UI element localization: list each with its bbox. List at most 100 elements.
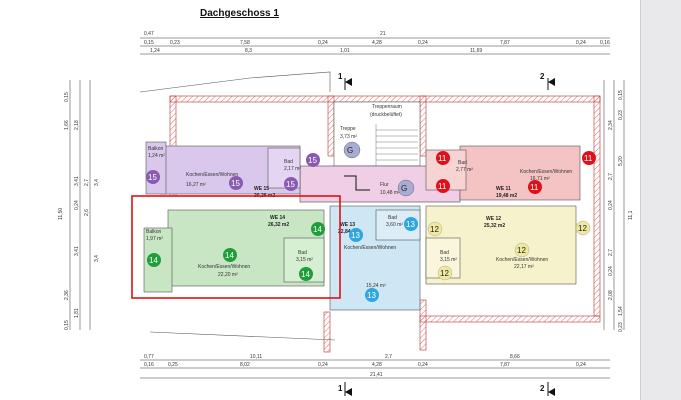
section-label-1-bottom: 1 (338, 384, 343, 393)
room-treppenraum: Treppenraum (372, 104, 402, 110)
dim-right-l: 0,23 (618, 322, 624, 332)
badge-12-d: 12 (578, 224, 587, 233)
room-kew-13: Kochen/Essen/Wohnen (344, 245, 396, 251)
room-balkon-15-area: 1,24 m² (148, 153, 165, 159)
badge-13-b: 13 (406, 220, 415, 229)
badge-11-d: 11 (584, 154, 593, 163)
room-bad-12: Bad (440, 250, 449, 256)
badge-12-c: 12 (517, 246, 526, 255)
room-kew-12: Kochen/Essen/Wohnen (496, 257, 548, 263)
room-bad-13: Bad (388, 215, 397, 221)
room-treppe-area: 3,73 m² (340, 134, 357, 140)
badge-11-b: 11 (438, 182, 447, 191)
dim-right-g: 11,1 (628, 210, 634, 220)
dim-top-b: 21 (380, 31, 386, 37)
dim-left-c: 1,66 (64, 120, 70, 130)
dim-top-g: 4,28 (372, 40, 382, 46)
stairs (375, 124, 418, 166)
dim-top-d: 0,23 (170, 40, 180, 46)
room-flur-area-label: 10,48 m² (380, 190, 400, 196)
dim-top-h: 0,24 (418, 40, 428, 46)
top-dimensions (140, 37, 610, 55)
room-bad-14: Bad (298, 250, 307, 256)
dim-right-a: 0,15 (618, 90, 624, 100)
room-kew-15-area: 16,27 m² (186, 182, 206, 188)
badge-14-c: 14 (313, 225, 322, 234)
roof-outline-bottom (149, 331, 336, 341)
dim-bot-m: 21,41 (370, 372, 383, 378)
room-treppe: Treppe (340, 126, 356, 132)
dim-top-j: 0,24 (576, 40, 586, 46)
dim-bot-f: 0,25 (168, 362, 178, 368)
badge-g-flur: G (397, 179, 415, 197)
unit-we15-label: WE 15 (254, 186, 269, 192)
unit-we11-label: WE 11 (496, 186, 511, 192)
room-balkon-14-area: 1,97 m² (146, 236, 163, 242)
unit-we13-area: 22,84 m2 (338, 229, 359, 235)
dim-bot-d: 8,66 (510, 354, 520, 360)
dim-top-i: 7,87 (500, 40, 510, 46)
section-marker-2-top (547, 78, 555, 90)
badge-g-flur-label: G (401, 184, 407, 193)
room-bad-13-area: 3,60 m² (386, 222, 403, 228)
floor-plan: Dachgeschoss 1 0,47 21 0,15 0,23 7,58 0,… (58, 8, 634, 396)
badge-13: 13 13 13 (349, 217, 418, 302)
room-kew-14-area: 22,20 m² (218, 272, 238, 278)
dim-left-k: 2,7 (84, 179, 90, 186)
dim-top-c: 0,15 (144, 40, 154, 46)
dim-bot-a: 0,77 (144, 354, 154, 360)
badge-15-d: 15 (286, 180, 295, 189)
section-marker-2-bottom (547, 382, 555, 396)
room-balkon-15: Balkon (148, 146, 164, 152)
stair-arrow (344, 175, 370, 191)
section-label-1-top: 1 (338, 72, 343, 81)
section-label-2-top: 2 (540, 72, 545, 81)
badge-15-a: 15 (148, 173, 157, 182)
highlight-frame-we14 (131, 195, 341, 299)
dim-bot-c: 2,7 (385, 354, 392, 360)
room-bad-12-area: 3,15 m² (440, 257, 457, 263)
badge-g-stair-label: G (347, 146, 353, 155)
dim-bot-j: 0,24 (418, 362, 428, 368)
badge-14-a: 14 (149, 256, 158, 265)
dim-bot-k: 7,87 (500, 362, 510, 368)
dim-left-b: 2,18 (74, 120, 80, 130)
dim-top-m: 8,3 (245, 48, 252, 54)
dim-top-k: 0,16 (600, 40, 610, 46)
dim-right-h: 2,7 (608, 249, 614, 256)
room-bad-14-area: 3,15 m² (296, 257, 313, 263)
section-label-2-bottom: 2 (540, 384, 545, 393)
room-kew-11: Kochen/Essen/Wohnen (520, 169, 572, 175)
badge-14-b: 14 (225, 251, 234, 260)
dim-bot-h: 0,24 (318, 362, 328, 368)
room-kew-13-area: 15,24 m² (366, 283, 386, 289)
dim-right-k: 1,54 (618, 306, 624, 316)
room-kew-11-area: 16,71 m² (530, 176, 550, 182)
badge-11-c: 11 (530, 183, 539, 192)
dim-right-f: 0,24 (608, 200, 614, 210)
dim-left-e: 0,24 (74, 200, 80, 210)
dim-right-e: 2,7 (608, 173, 614, 180)
badge-15-b: 15 (231, 179, 240, 188)
badge-15: 15 15 15 15 (146, 153, 320, 191)
dim-top-o: 11,69 (470, 48, 482, 54)
badge-14-d: 14 (301, 270, 310, 279)
badge-11-a: 11 (438, 154, 447, 163)
unit-we14 (143, 209, 325, 293)
badge-g-stair: G (343, 141, 361, 159)
badge-11: 11 11 11 11 (436, 151, 596, 194)
section-marker-1-top (344, 78, 352, 90)
badge-15-c: 15 (308, 156, 317, 165)
room-kew-14: Kochen/Essen/Wohnen (198, 264, 250, 270)
dim-left-h: 2,36 (64, 290, 70, 300)
roof-outline (139, 71, 331, 93)
section-marker-1-bottom (344, 382, 352, 396)
dim-right-i: 0,24 (608, 266, 614, 276)
badge-12-a: 12 (430, 225, 439, 234)
dim-left-m: 3,4 (94, 179, 100, 186)
dim-top-n: 1,01 (340, 48, 350, 54)
unit-we14-area: 26,32 m2 (268, 222, 289, 228)
badge-14: 14 14 14 14 (147, 222, 325, 281)
dim-bot-g: 8,02 (240, 362, 250, 368)
dim-left-n: 3,4 (94, 255, 100, 262)
